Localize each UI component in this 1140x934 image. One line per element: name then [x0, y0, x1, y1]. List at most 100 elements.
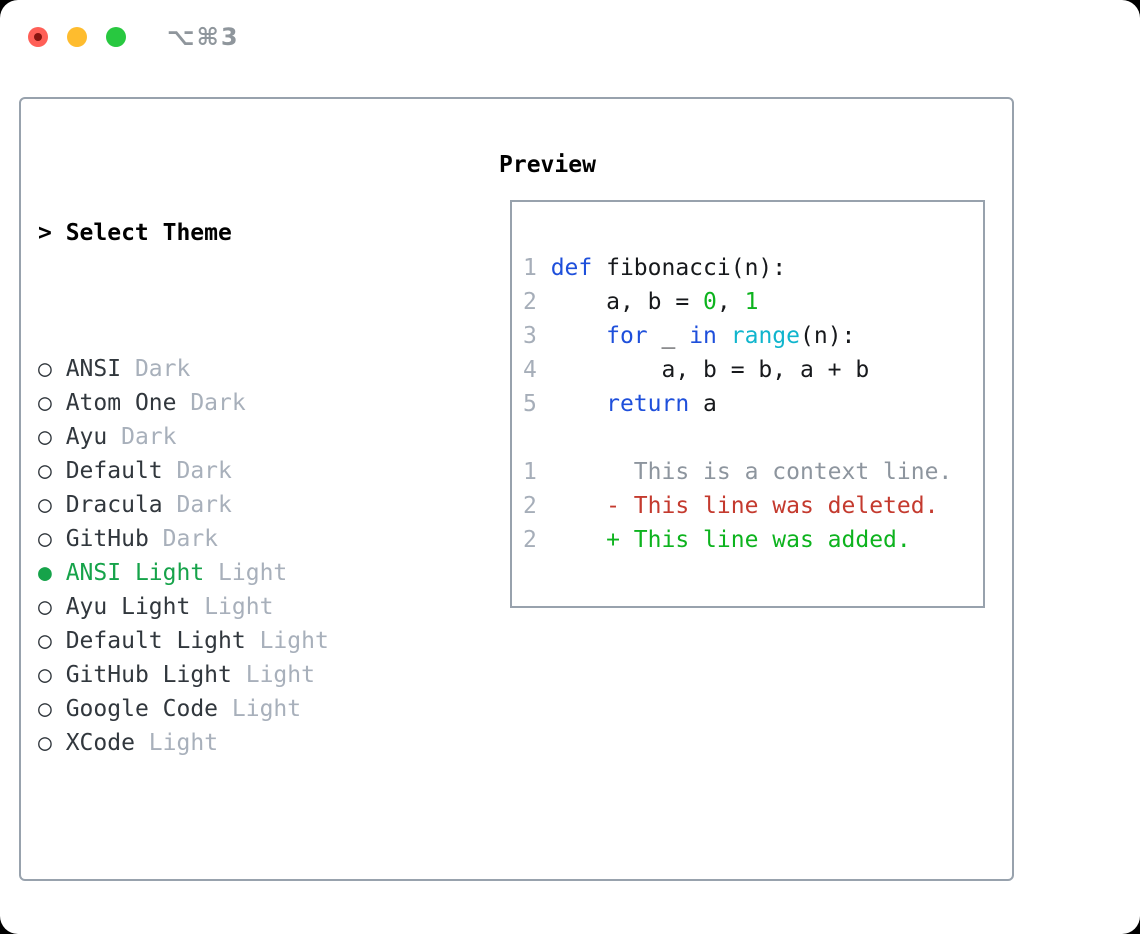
theme-variant-tag: Dark — [162, 492, 232, 518]
radio-unselected-icon: ○ — [38, 730, 52, 756]
code-segment-code: a, b = b, a + b — [550, 357, 870, 383]
code-segment-kw: for — [606, 323, 648, 349]
spacer — [38, 862, 426, 896]
preview-line — [523, 421, 983, 455]
preview-line: 2 a, b = 0, 1 — [523, 285, 983, 319]
code-segment-kw: return — [606, 391, 690, 417]
theme-variant-tag: Light — [134, 730, 219, 756]
theme-option-label: ANSI — [51, 356, 122, 382]
code-segment-num: 2 — [523, 493, 551, 519]
radio-selected-icon: ● — [38, 560, 52, 586]
code-segment-add: + This line was added. — [550, 527, 911, 553]
theme-form: >Select Theme ○ ANSI Dark○ Atom One Dark… — [38, 148, 426, 934]
unsaved-indicator-dot — [34, 33, 42, 41]
radio-unselected-icon: ○ — [38, 356, 52, 382]
radio-unselected-icon: ○ — [38, 628, 52, 654]
theme-variant-tag: Light — [245, 628, 329, 654]
preview-title: Preview — [499, 152, 596, 178]
code-segment-code: (n): — [800, 323, 856, 349]
theme-variant-tag: Light — [231, 662, 315, 688]
theme-option-label: Default — [51, 458, 163, 484]
theme-option-xcode[interactable]: ○ XCode Light — [38, 726, 426, 760]
theme-option-ansi[interactable]: ○ ANSI Dark — [38, 352, 426, 386]
theme-option-ansi-light[interactable]: ● ANSI Light Light — [38, 556, 426, 590]
preview-line: 4 a, b = b, a + b — [523, 353, 983, 387]
code-segment-code: , — [716, 289, 745, 315]
theme-option-google-code[interactable]: ○ Google Code Light — [38, 692, 426, 726]
theme-variant-tag: Light — [218, 696, 302, 722]
radio-unselected-icon: ○ — [38, 594, 52, 620]
theme-option-dracula[interactable]: ○ Dracula Dark — [38, 488, 426, 522]
radio-unselected-icon: ○ — [38, 390, 52, 416]
radio-unselected-icon: ○ — [38, 458, 52, 484]
theme-variant-tag: Dark — [121, 356, 191, 382]
code-segment-num: 2 — [523, 527, 551, 553]
code-segment-num: 5 — [523, 391, 551, 417]
theme-option-default-light[interactable]: ○ Default Light Light — [38, 624, 426, 658]
code-segment-code — [551, 391, 606, 417]
code-segment-code: a, b = — [550, 289, 704, 315]
code-segment-num: 1 — [523, 255, 551, 281]
theme-option-label: Dracula — [51, 492, 163, 518]
theme-variant-tag: Light — [190, 594, 274, 620]
theme-option-atom-one[interactable]: ○ Atom One Dark — [38, 386, 426, 420]
code-segment-code — [551, 323, 606, 349]
theme-option-label: GitHub Light — [51, 662, 232, 688]
main-panel: >Select Theme ○ ANSI Dark○ Atom One Dark… — [19, 97, 1014, 881]
close-button[interactable] — [28, 27, 48, 47]
theme-option-github-light[interactable]: ○ GitHub Light Light — [38, 658, 426, 692]
radio-unselected-icon: ○ — [38, 492, 52, 518]
code-segment-kw: def — [550, 255, 593, 281]
minimize-button[interactable] — [67, 27, 87, 47]
code-segment-num: 2 — [523, 289, 551, 315]
theme-option-label: Atom One — [51, 390, 177, 416]
radio-unselected-icon: ○ — [38, 424, 52, 450]
theme-variant-tag: Dark — [176, 390, 246, 416]
theme-option-github[interactable]: ○ GitHub Dark — [38, 522, 426, 556]
theme-option-label: Default Light — [51, 628, 246, 654]
theme-option-label: Google Code — [51, 696, 219, 722]
select-theme-title: Select Theme — [65, 220, 232, 246]
theme-list: ○ ANSI Dark○ Atom One Dark○ Ayu Dark○ De… — [38, 352, 426, 760]
theme-option-label: XCode — [51, 730, 135, 756]
radio-unselected-icon: ○ — [38, 696, 52, 722]
window-title: ⌥⌘3 — [167, 23, 240, 51]
code-segment-code: _ — [647, 323, 690, 349]
theme-option-ayu-light[interactable]: ○ Ayu Light Light — [38, 590, 426, 624]
theme-option-label: Ayu Light — [51, 594, 191, 620]
theme-variant-tag: Dark — [148, 526, 219, 552]
code-segment-del: - This line was deleted. — [550, 493, 939, 519]
zoom-button[interactable] — [106, 27, 126, 47]
theme-option-label: GitHub — [51, 526, 149, 552]
code-segment-lit: 0 — [703, 289, 717, 315]
theme-variant-tag: Dark — [107, 424, 177, 450]
preview-line: 1 This is a context line. — [523, 455, 983, 489]
code-segment-code: fibonacci(n): — [592, 255, 787, 281]
select-theme-header: > Select Theme — [38, 216, 426, 250]
code-segment-code — [717, 323, 731, 349]
preview-line: 5 return a — [523, 387, 983, 421]
code-segment-num: 4 — [523, 357, 551, 383]
radio-unselected-icon: ○ — [38, 662, 52, 688]
code-segment-kw: in — [689, 323, 717, 349]
theme-option-ayu[interactable]: ○ Ayu Dark — [38, 420, 426, 454]
titlebar[interactable]: ⌥⌘3 — [0, 0, 1140, 74]
code-segment-builtin: range — [730, 323, 800, 349]
preview-line: 2 - This line was deleted. — [523, 489, 983, 523]
code-segment-num: 1 — [523, 459, 551, 485]
radio-unselected-icon: ○ — [38, 526, 52, 552]
preview-line: 3 for _ in range(n): — [523, 319, 983, 353]
theme-option-default[interactable]: ○ Default Dark — [38, 454, 426, 488]
code-segment-code: a — [689, 391, 717, 417]
theme-option-label: ANSI Light — [51, 560, 205, 586]
code-segment-num: 3 — [523, 323, 551, 349]
preview-line: 2 + This line was added. — [523, 523, 983, 557]
theme-variant-tag: Dark — [162, 458, 232, 484]
code-segment-lit: 1 — [744, 289, 759, 315]
preview-line: 1 def fibonacci(n): — [523, 251, 983, 285]
focus-prompt-icon: > — [38, 220, 52, 246]
